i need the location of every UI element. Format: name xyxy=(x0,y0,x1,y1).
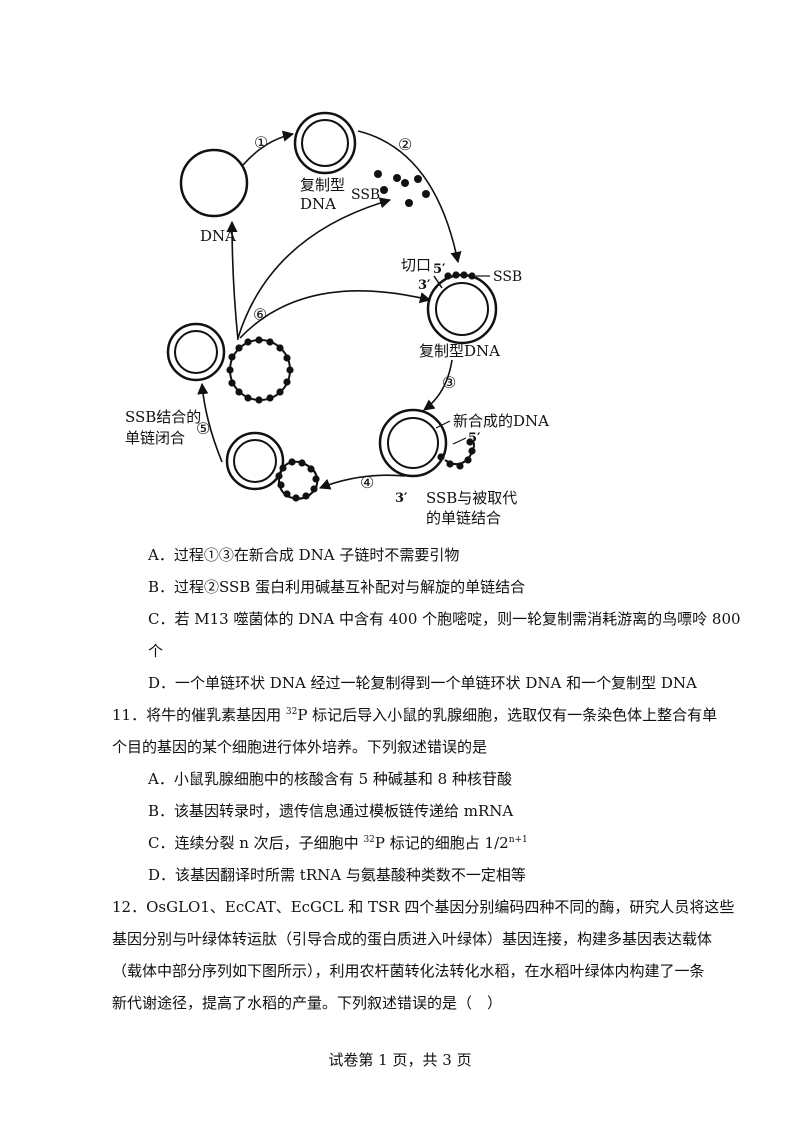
label-5prime-right: 5′ xyxy=(433,262,446,277)
rf-circle-left-inner xyxy=(174,330,218,374)
q11-stem: 11．将牛的催乳素基因用 32P 标记后导入小鼠的乳腺细胞，选取仅有一条染色体上… xyxy=(112,706,718,724)
nick-mark xyxy=(433,275,443,289)
replicating-circle-inner xyxy=(387,417,439,469)
q10-option-c-cont: 个 xyxy=(148,642,164,660)
arrow-step-6-to-rf xyxy=(239,290,432,339)
label-3prime-right: 3′ xyxy=(418,278,431,293)
q12-stem-line-4: 新代谢途径，提高了水稻的产量。下列叙述错误的是（ ） xyxy=(112,994,503,1012)
label-ssb-close-1: SSB结合的 xyxy=(125,408,201,426)
rf-dna-circle-top-inner xyxy=(301,119,349,167)
step-1-marker: ① xyxy=(254,133,268,152)
rf-circle-left-outer xyxy=(166,322,226,382)
arrow-step-3 xyxy=(423,359,453,411)
label-rf-right: 复制型DNA xyxy=(419,342,500,360)
page-footer: 试卷第 1 页，共 3 页 xyxy=(328,1051,472,1069)
replicating-circle-outer xyxy=(378,408,448,478)
arrow-step-6-to-ss xyxy=(226,220,239,341)
q10-option-a: A．过程①③在新合成 DNA 子链时不需要引物 xyxy=(148,546,460,564)
label-new-dna: 新合成的DNA xyxy=(453,412,549,430)
label-ssb-displaced-1: SSB与被取代 xyxy=(426,489,517,507)
new-dna-pointer xyxy=(435,420,451,429)
label-dna: DNA xyxy=(200,227,236,245)
q12-stem-line-1: 12．OsGLO1、EcCAT、EcGCL 和 TSR 四个基因分别编码四种不同… xyxy=(112,898,735,916)
displaced-ssb-dots xyxy=(437,438,476,470)
label-3prime-bottom: 3′ xyxy=(395,491,408,506)
rf-circle-bottom-inner xyxy=(233,439,277,483)
q10-option-d: D．一个单链环状 DNA 经过一轮复制得到一个单链环状 DNA 和一个复制型 D… xyxy=(148,674,697,692)
step-6-marker: ⑥ xyxy=(253,305,267,324)
label-ssb-right: SSB xyxy=(493,269,522,285)
ssb-loop-bottom-dots xyxy=(275,458,320,502)
step-5-marker: ⑤ xyxy=(196,419,210,438)
free-ssb-dots xyxy=(374,170,430,207)
step-2-marker: ② xyxy=(398,135,412,154)
arrow-step-6-to-ssb xyxy=(237,197,392,339)
ss-dna-circle xyxy=(179,148,249,218)
q10-option-c: C．若 M13 噬菌体的 DNA 中含有 400 个胞嘧啶，则一轮复制需消耗游离… xyxy=(148,610,741,628)
q12-stem-line-2: 基因分别与叶绿体转运肽（引导合成的蛋白质进入叶绿体）基因连接，构建多基因表达载体 xyxy=(112,930,713,948)
ssb-ring-left-dots xyxy=(226,336,294,404)
bound-ssb-dots-right xyxy=(444,271,476,280)
label-ssb-top: SSB xyxy=(351,187,380,203)
rf-circle-bottom-outer xyxy=(225,431,285,491)
label-ssb-displaced-2: 的单链结合 xyxy=(426,509,501,527)
rf-dna-circle-right-outer xyxy=(426,273,498,345)
step-3-marker: ③ xyxy=(442,373,456,392)
label-rf-top-1: 复制型 xyxy=(300,176,345,194)
q10-option-b: B．过程②SSB 蛋白利用碱基互补配对与解旋的单链结合 xyxy=(148,578,526,596)
label-cut: 切口 xyxy=(401,256,431,274)
label-rf-top-2: DNA xyxy=(300,195,336,213)
q11-stem-cont: 个目的基因的某个细胞进行体外培养。下列叙述错误的是 xyxy=(112,738,488,756)
q11-option-b: B．该基因转录时，遗传信息通过模板链传递给 mRNA xyxy=(148,802,514,820)
step-4-marker: ④ xyxy=(360,473,374,492)
five-prime-pointer xyxy=(452,437,467,445)
arrow-step-2 xyxy=(357,130,462,264)
q11-option-c: C．连续分裂 n 次后，子细胞中 32P 标记的细胞占 1/2n+1 xyxy=(148,834,528,852)
arrow-step-1 xyxy=(242,130,295,166)
arrow-step-5 xyxy=(197,382,223,463)
arrow-step-4 xyxy=(318,474,406,490)
q11-option-d: D．该基因翻译时所需 tRNA 与氨基酸种类数不一定相等 xyxy=(148,866,526,884)
rf-dna-circle-top-outer xyxy=(293,111,357,175)
rf-dna-circle-right-inner xyxy=(435,282,489,336)
label-ssb-close-2: 单链闭合 xyxy=(125,429,185,447)
q12-stem-line-3: （载体中部分序列如下图所示），利用农杆菌转化法转化水稻，在水稻叶绿体内构建了一条 xyxy=(112,962,705,980)
m13-replication-diagram: DNA 复制型 DNA SSB ① ② ③ ④ ⑤ ⑥ 切口 5′ 3′ SSB… xyxy=(125,111,549,527)
q11-option-a: A．小鼠乳腺细胞中的核酸含有 5 种碱基和 8 种核苷酸 xyxy=(148,770,512,788)
